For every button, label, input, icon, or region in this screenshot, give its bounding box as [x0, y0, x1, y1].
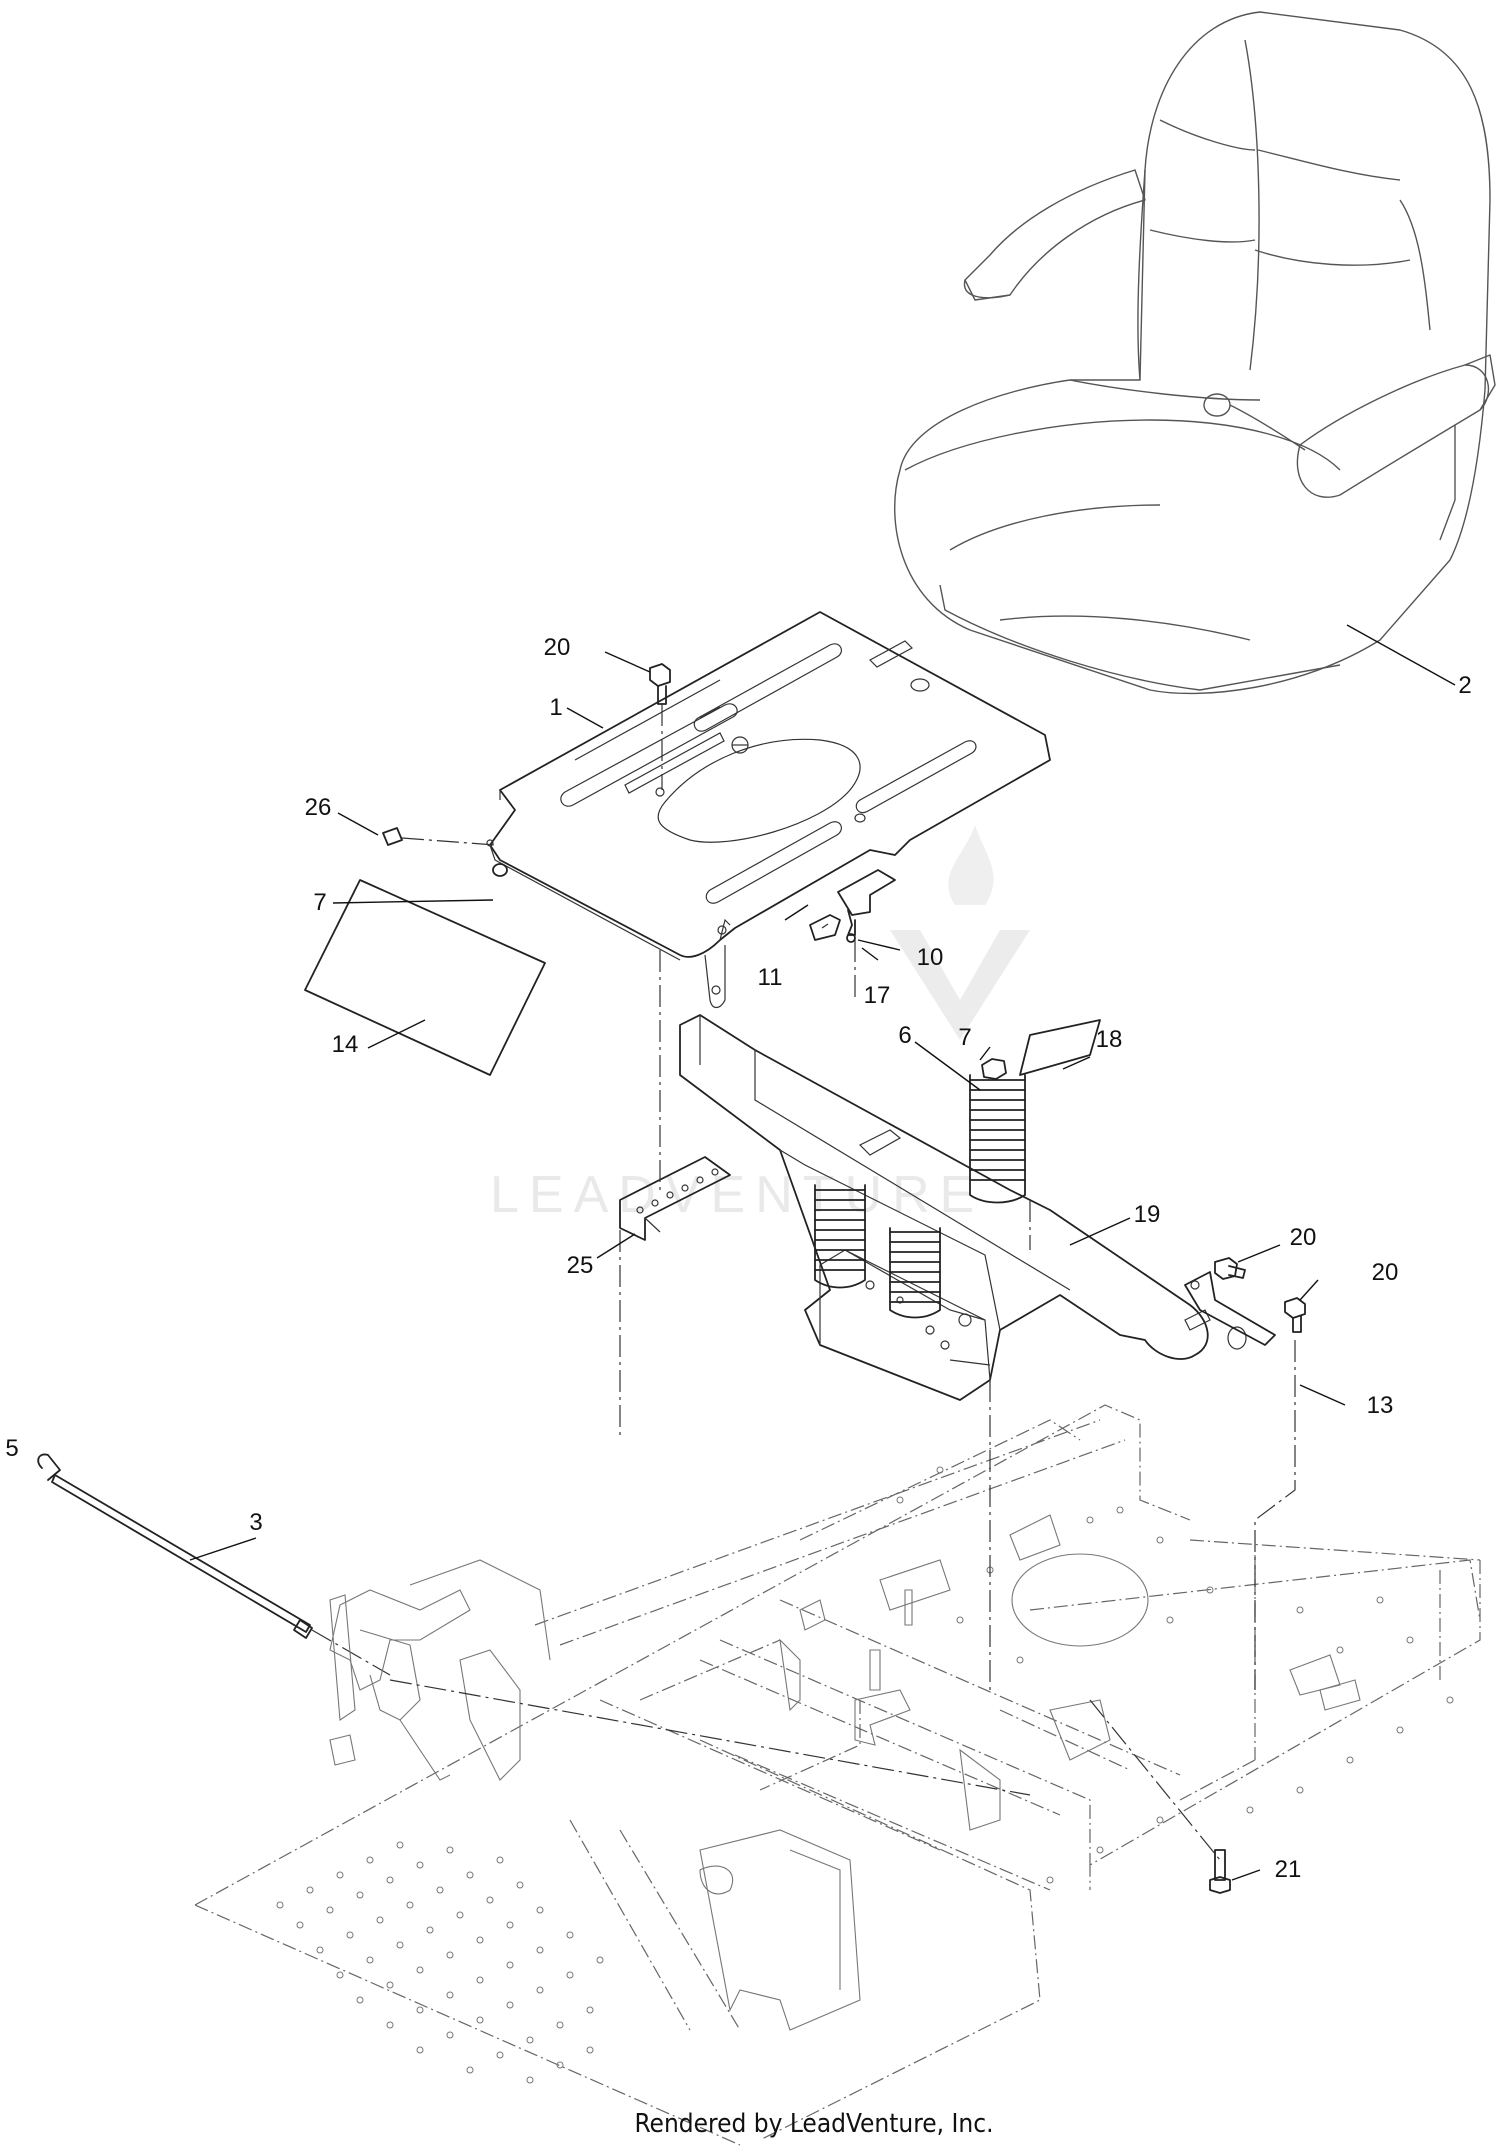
callout-10: 10 — [917, 944, 944, 971]
watermark-text: LEADVENTURE — [490, 1166, 984, 1224]
decal-18-part — [1019, 1019, 1101, 1076]
spring-part-2 — [814, 1184, 866, 1289]
callout-6: 6 — [898, 1022, 911, 1049]
hairpin-part — [37, 1453, 61, 1481]
spring-part-3 — [889, 1227, 941, 1319]
slide-bracket-part — [619, 1156, 731, 1241]
callout-17: 17 — [864, 982, 891, 1009]
rod-part — [51, 1474, 391, 1676]
callout-19: 19 — [1134, 1201, 1161, 1228]
callout-18: 18 — [1096, 1026, 1123, 1053]
footer-credit: Rendered by LeadVenture, Inc. — [634, 2109, 993, 2139]
decal-part — [304, 879, 546, 1076]
callout-25: 25 — [567, 1252, 594, 1279]
callout-21: 21 — [1275, 1856, 1302, 1883]
callout-5: 5 — [5, 1435, 18, 1462]
callout-leaders — [189, 624, 1456, 1881]
seat-frame-part — [679, 1014, 1306, 1401]
chassis-frame — [194, 1404, 1481, 2146]
watermark-logo: LEADVENTURE — [490, 825, 1030, 1224]
floor-pan-holes — [276, 1841, 604, 2084]
callout-13: 13 — [1367, 1392, 1394, 1419]
callout-labels: 20 1 26 7 2 14 11 10 17 7 6 18 19 20 20 … — [5, 634, 1471, 1883]
callout-7b: 7 — [958, 1024, 971, 1051]
seat-pan-part — [382, 611, 1051, 1009]
callout-3: 3 — [249, 1509, 262, 1536]
callout-14: 14 — [332, 1031, 359, 1058]
frame-holes — [896, 1466, 1454, 1884]
callout-11: 11 — [758, 964, 783, 991]
callout-20c: 20 — [1372, 1259, 1399, 1286]
bolt-part — [1209, 1849, 1231, 1894]
callout-7a: 7 — [313, 889, 326, 916]
spring-part — [969, 1058, 1026, 1204]
callout-2: 2 — [1458, 672, 1471, 699]
assembly-centerlines — [389, 940, 1296, 1861]
seat-part — [894, 11, 1496, 695]
callout-1: 1 — [549, 694, 562, 721]
callout-26: 26 — [305, 794, 332, 821]
callout-20b: 20 — [1290, 1224, 1317, 1251]
callout-20a: 20 — [544, 634, 571, 661]
